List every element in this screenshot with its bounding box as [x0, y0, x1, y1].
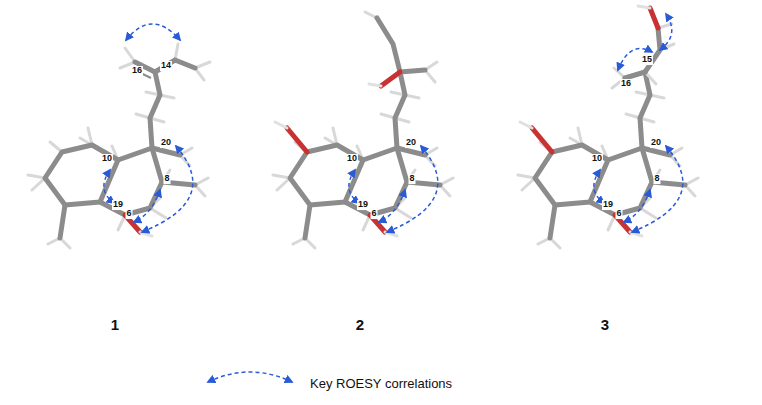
atom-number: 19	[602, 200, 614, 210]
roesy-arrows	[104, 14, 683, 232]
atom-number: 8	[163, 174, 170, 184]
molecule-1	[28, 44, 210, 248]
atom-number: 6	[370, 209, 377, 219]
atom-number: 20	[650, 138, 662, 148]
atom-number: 20	[160, 138, 172, 148]
atom-number: 16	[131, 66, 143, 76]
atom-number: 10	[101, 154, 113, 164]
atom-number: 19	[357, 200, 369, 210]
atom-number: 20	[405, 138, 417, 148]
compound-number: 2	[355, 317, 365, 334]
compound-number: 1	[110, 317, 120, 334]
atom-number: 14	[160, 61, 172, 71]
atom-number: 15	[641, 55, 653, 65]
legend-sample	[208, 372, 292, 382]
atom-number: 6	[125, 209, 132, 219]
legend-text: Key ROESY correlations	[310, 376, 452, 392]
atom-number: 19	[112, 200, 124, 210]
atom-number: 10	[346, 154, 358, 164]
atom-number: 6	[615, 209, 622, 219]
compound-number: 3	[600, 317, 610, 334]
atom-number: 16	[620, 79, 632, 89]
atom-number: 10	[591, 154, 603, 164]
molecule-3	[518, 6, 698, 248]
atom-number: 8	[653, 174, 660, 184]
molecule-2	[273, 12, 453, 248]
atom-number: 8	[408, 174, 415, 184]
